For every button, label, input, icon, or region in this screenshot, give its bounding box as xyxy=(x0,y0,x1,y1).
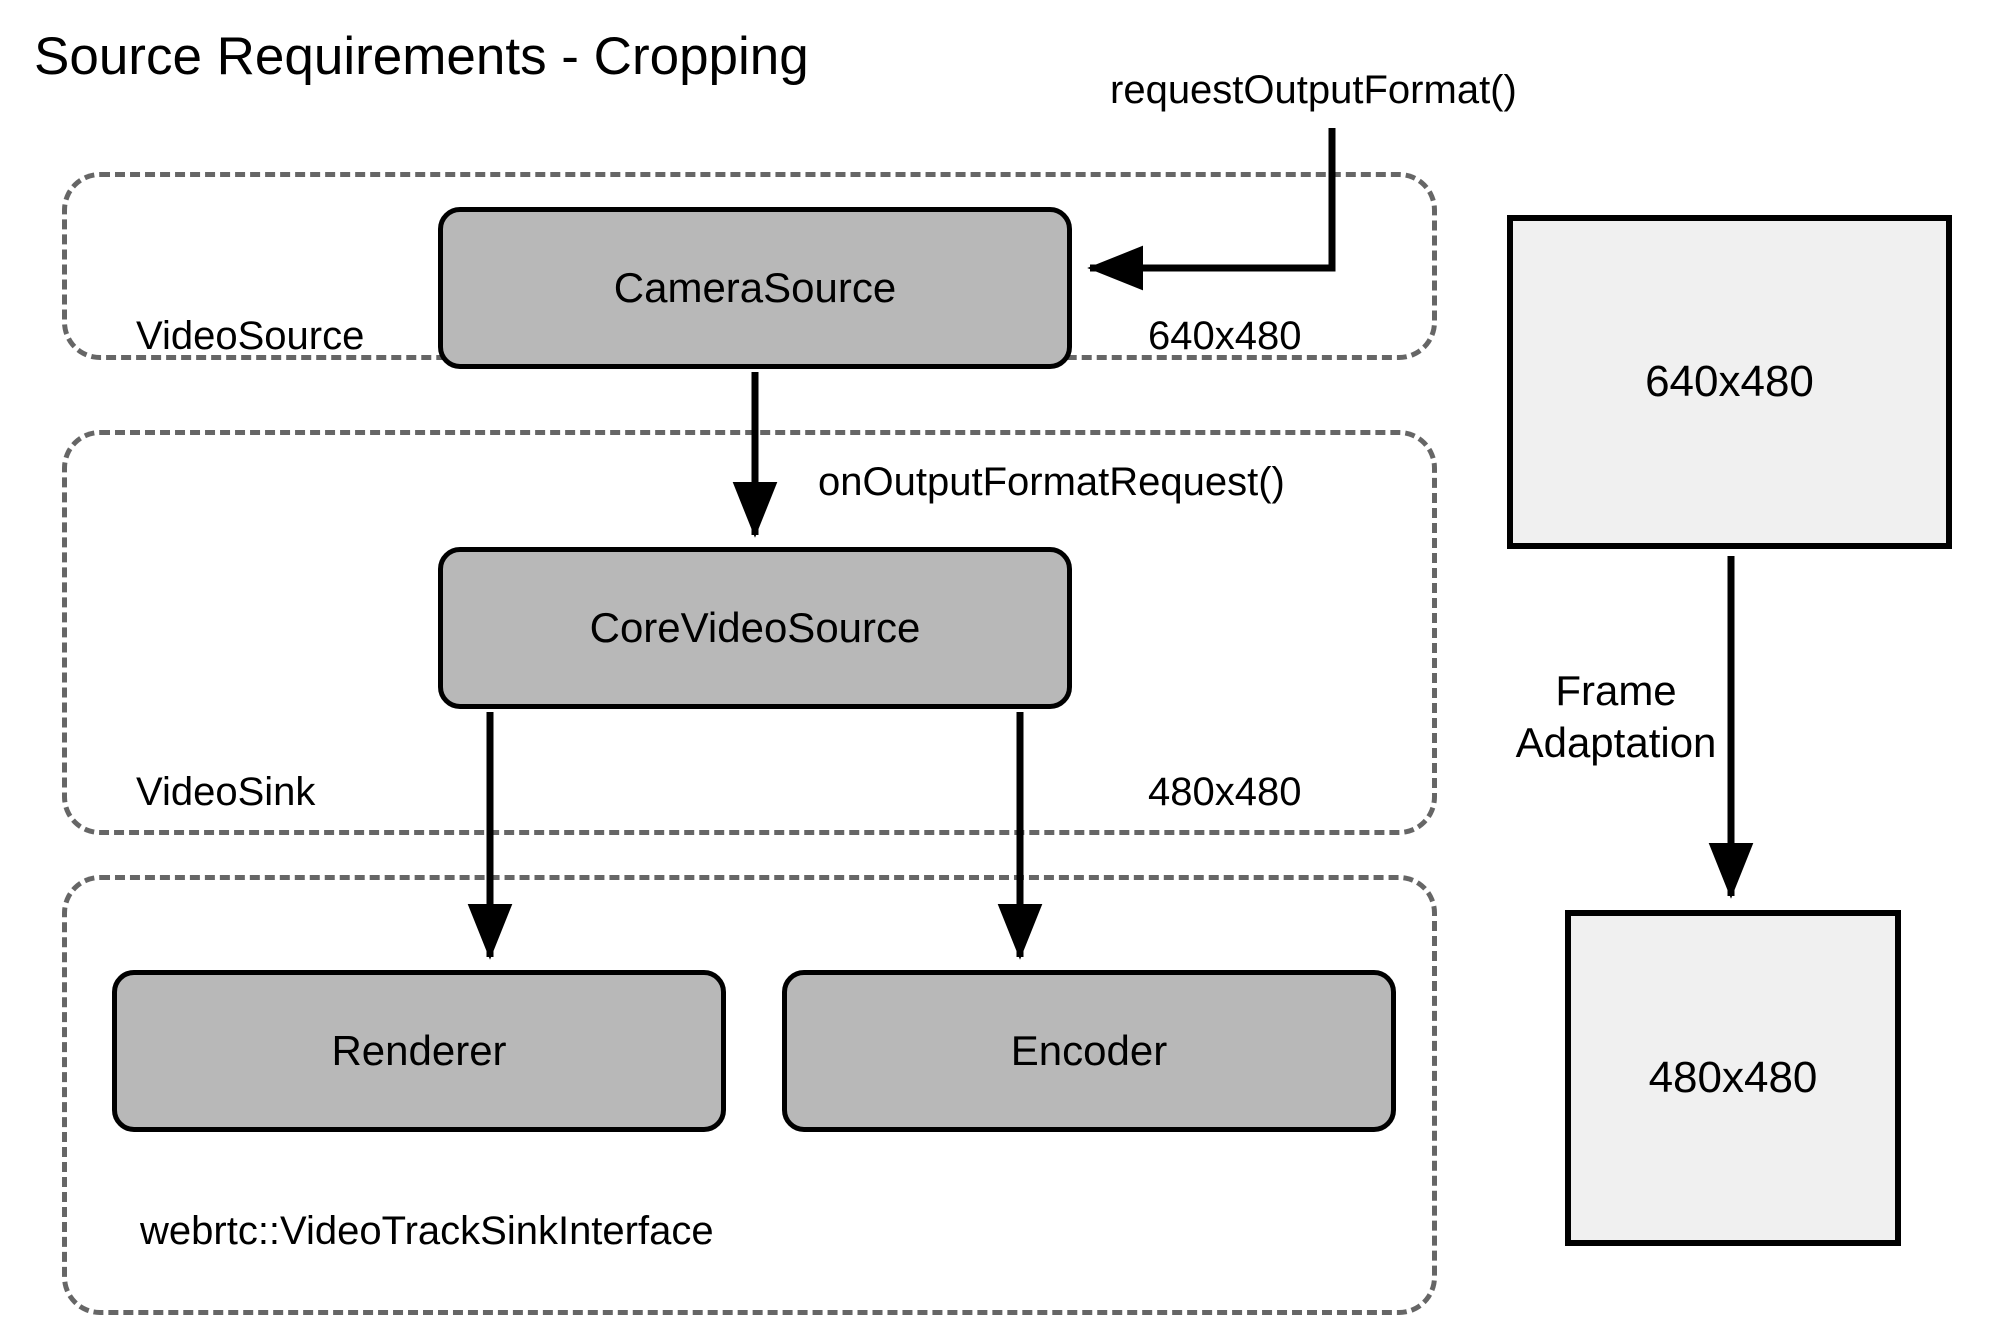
frame-adaptation-line2: Adaptation xyxy=(1515,719,1717,767)
container-label-videosink: VideoSink xyxy=(136,770,316,814)
node-encoder[interactable]: Encoder xyxy=(782,970,1396,1132)
node-camerasource-label: CameraSource xyxy=(613,264,897,311)
frame-panel-source-label: 640x480 xyxy=(1645,357,1814,406)
node-corevideosource-label: CoreVideoSource xyxy=(589,604,921,651)
container-videotracksinkinterface xyxy=(62,875,1437,1315)
container-label-videosource: VideoSource xyxy=(136,314,365,358)
resolution-label-videosink: 480x480 xyxy=(1148,770,1302,814)
callout-request-output-format: requestOutputFormat() xyxy=(1110,68,1517,112)
node-renderer[interactable]: Renderer xyxy=(112,970,726,1132)
callout-on-output-format-request: onOutputFormatRequest() xyxy=(818,460,1285,504)
container-label-videotracksinkinterface: webrtc::VideoTrackSinkInterface xyxy=(140,1209,714,1253)
container-videosink xyxy=(62,430,1437,835)
node-encoder-label: Encoder xyxy=(1010,1027,1168,1074)
resolution-label-videosource: 640x480 xyxy=(1148,314,1302,358)
frame-panel-source: 640x480 xyxy=(1507,215,1952,549)
frame-panel-output: 480x480 xyxy=(1565,910,1901,1246)
node-camerasource[interactable]: CameraSource xyxy=(438,207,1072,369)
frame-adaptation-line1: Frame xyxy=(1555,667,1677,714)
node-renderer-label: Renderer xyxy=(331,1027,507,1074)
node-corevideosource[interactable]: CoreVideoSource xyxy=(438,547,1072,709)
frame-adaptation-label: Frame Adaptation xyxy=(1486,665,1746,769)
page-title: Source Requirements - Cropping xyxy=(34,27,809,86)
frame-panel-output-label: 480x480 xyxy=(1648,1053,1818,1102)
